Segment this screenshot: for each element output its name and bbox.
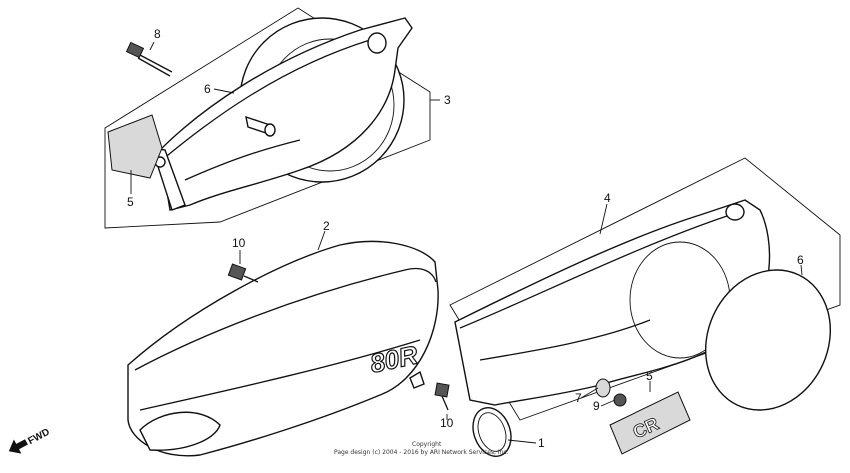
circular-cover-right (704, 269, 832, 411)
washer-part (595, 378, 611, 398)
leader-lines (130, 41, 803, 444)
bolt-icon (125, 41, 173, 77)
side-cover-upper (159, 17, 413, 211)
side-cover-left-assembly (104, 7, 431, 229)
seat-top-seam (134, 267, 437, 371)
callout-9: 9 (593, 399, 600, 413)
copyright-line-2: Page design (c) 2004 - 2016 by ARI Netwo… (334, 449, 509, 456)
seat-body (127, 240, 439, 457)
side-cover-right-assembly: CR (434, 157, 841, 457)
side-cover-upper-fold (184, 139, 301, 181)
grommet-ring (472, 407, 512, 457)
seat-clip (409, 370, 425, 389)
callout-10-bottom: 10 (440, 416, 454, 430)
callout-2: 2 (323, 219, 330, 233)
seat-side-seam (139, 339, 421, 411)
fwd-label: FWD (26, 427, 51, 447)
fwd-arrow-icon (8, 439, 28, 454)
callout-4: 4 (604, 191, 611, 205)
emblem-decal-right (609, 391, 691, 455)
side-cover-upper-edge (161, 39, 371, 161)
copyright-line-1: Copyright (412, 441, 442, 448)
callout-6-top: 6 (204, 82, 211, 96)
callout-labels: 8 6 3 5 2 10 4 6 7 5 9 10 1 (127, 27, 804, 450)
assembly-frame-upper (104, 7, 431, 229)
grommet-hole-upper (367, 32, 387, 54)
seat-assembly: 80R (127, 240, 439, 457)
callout-3: 3 (444, 93, 451, 107)
side-cover-right-edge (459, 214, 731, 329)
mounting-stud-end (264, 123, 276, 137)
callout-1: 1 (538, 436, 545, 450)
seat-bolt-icon (227, 263, 259, 283)
emblem-plate-upper (107, 114, 163, 179)
callout-8: 8 (154, 27, 161, 41)
nut-part (613, 393, 627, 407)
callout-10-top: 10 (232, 236, 246, 250)
grommet-hole-right (725, 203, 745, 221)
fwd-indicator: FWD (8, 427, 52, 454)
side-cover-right-fold (479, 319, 651, 361)
callout-7: 7 (575, 391, 582, 405)
callout-6-right: 6 (797, 253, 804, 267)
grommet-ring-inner (477, 412, 507, 452)
callout-5-top: 5 (127, 195, 134, 209)
callout-5-right: 5 (646, 369, 653, 383)
seat-underside (139, 411, 221, 451)
cover-bolt-icon (434, 382, 450, 411)
